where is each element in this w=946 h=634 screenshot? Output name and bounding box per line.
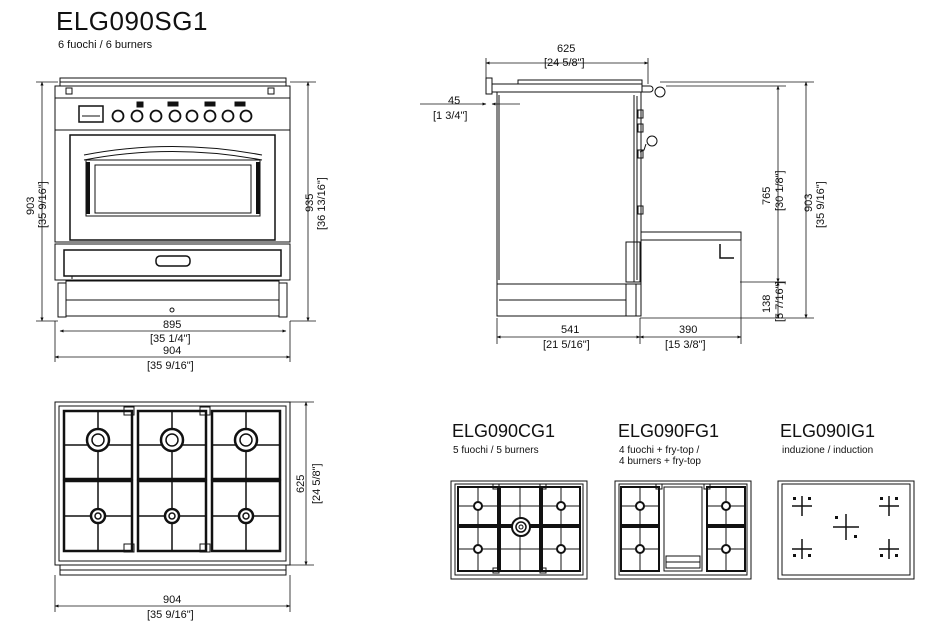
- side-backguard-in: [1 3/4"]: [433, 110, 467, 122]
- top-depth: 625: [295, 475, 307, 493]
- side-dimensions: [420, 58, 814, 344]
- side-base-depth: 541: [561, 324, 579, 336]
- fry-top-plate: [663, 486, 703, 572]
- side-height-total-in: [35 9/16"]: [815, 181, 827, 228]
- variant-title-ig: ELG090IG1: [780, 421, 876, 441]
- side-height-top: 765: [761, 187, 773, 205]
- side-backguard: 45: [448, 95, 460, 107]
- variant-fg-top: [614, 480, 752, 580]
- side-door-open-in: [15 3/8"]: [665, 339, 706, 351]
- top-depth-in: [24 5/8"]: [311, 463, 323, 504]
- variant-ig-top: [777, 480, 915, 580]
- front-view: [54, 77, 291, 318]
- control-knobs: [111, 109, 253, 123]
- side-height-top-in: [30 1/8"]: [774, 170, 786, 211]
- side-height-total: 903: [803, 194, 815, 212]
- front-height-left-in: [35 9/16"]: [37, 181, 49, 228]
- top-view: [54, 401, 291, 576]
- front-width-outer: 904: [163, 345, 181, 357]
- variant-desc-cg: 5 fuochi / 5 burners: [453, 445, 539, 456]
- top-dimensions: [54, 401, 314, 612]
- front-width-outer-in: [35 9/16"]: [147, 360, 194, 372]
- variant-desc-fg-2: 4 burners + fry-top: [619, 456, 701, 467]
- model-title: ELG090SG1: [56, 6, 208, 36]
- side-plinth: 138: [761, 295, 773, 313]
- front-width-inner: 895: [163, 319, 181, 331]
- side-door-open: 390: [679, 324, 697, 336]
- variant-desc-fg-1: 4 fuochi + fry-top /: [619, 445, 700, 456]
- variant-title-cg: ELG090CG1: [452, 421, 556, 441]
- top-width-in: [35 9/16"]: [147, 609, 194, 621]
- front-height-right: 935: [304, 194, 316, 212]
- side-base-depth-in: [21 5/16"]: [543, 339, 590, 351]
- side-view: [485, 77, 742, 317]
- variant-desc-ig: induzione / induction: [782, 445, 874, 456]
- side-depth-in: [24 5/8"]: [544, 57, 585, 69]
- side-depth: 625: [557, 43, 575, 55]
- front-height-left: 903: [25, 197, 37, 215]
- side-plinth-in: [5 7/16"]: [774, 281, 786, 322]
- top-width: 904: [163, 594, 181, 606]
- front-height-right-in: [36 13/16"]: [316, 177, 328, 230]
- induction-zones: [792, 496, 899, 559]
- front-width-inner-in: [35 1/4"]: [150, 333, 191, 345]
- front-dimensions: [36, 81, 316, 362]
- variant-title-fg: ELG090FG1: [618, 421, 720, 441]
- model-subtitle: 6 fuochi / 6 burners: [58, 39, 153, 51]
- variant-cg-top: [450, 480, 588, 580]
